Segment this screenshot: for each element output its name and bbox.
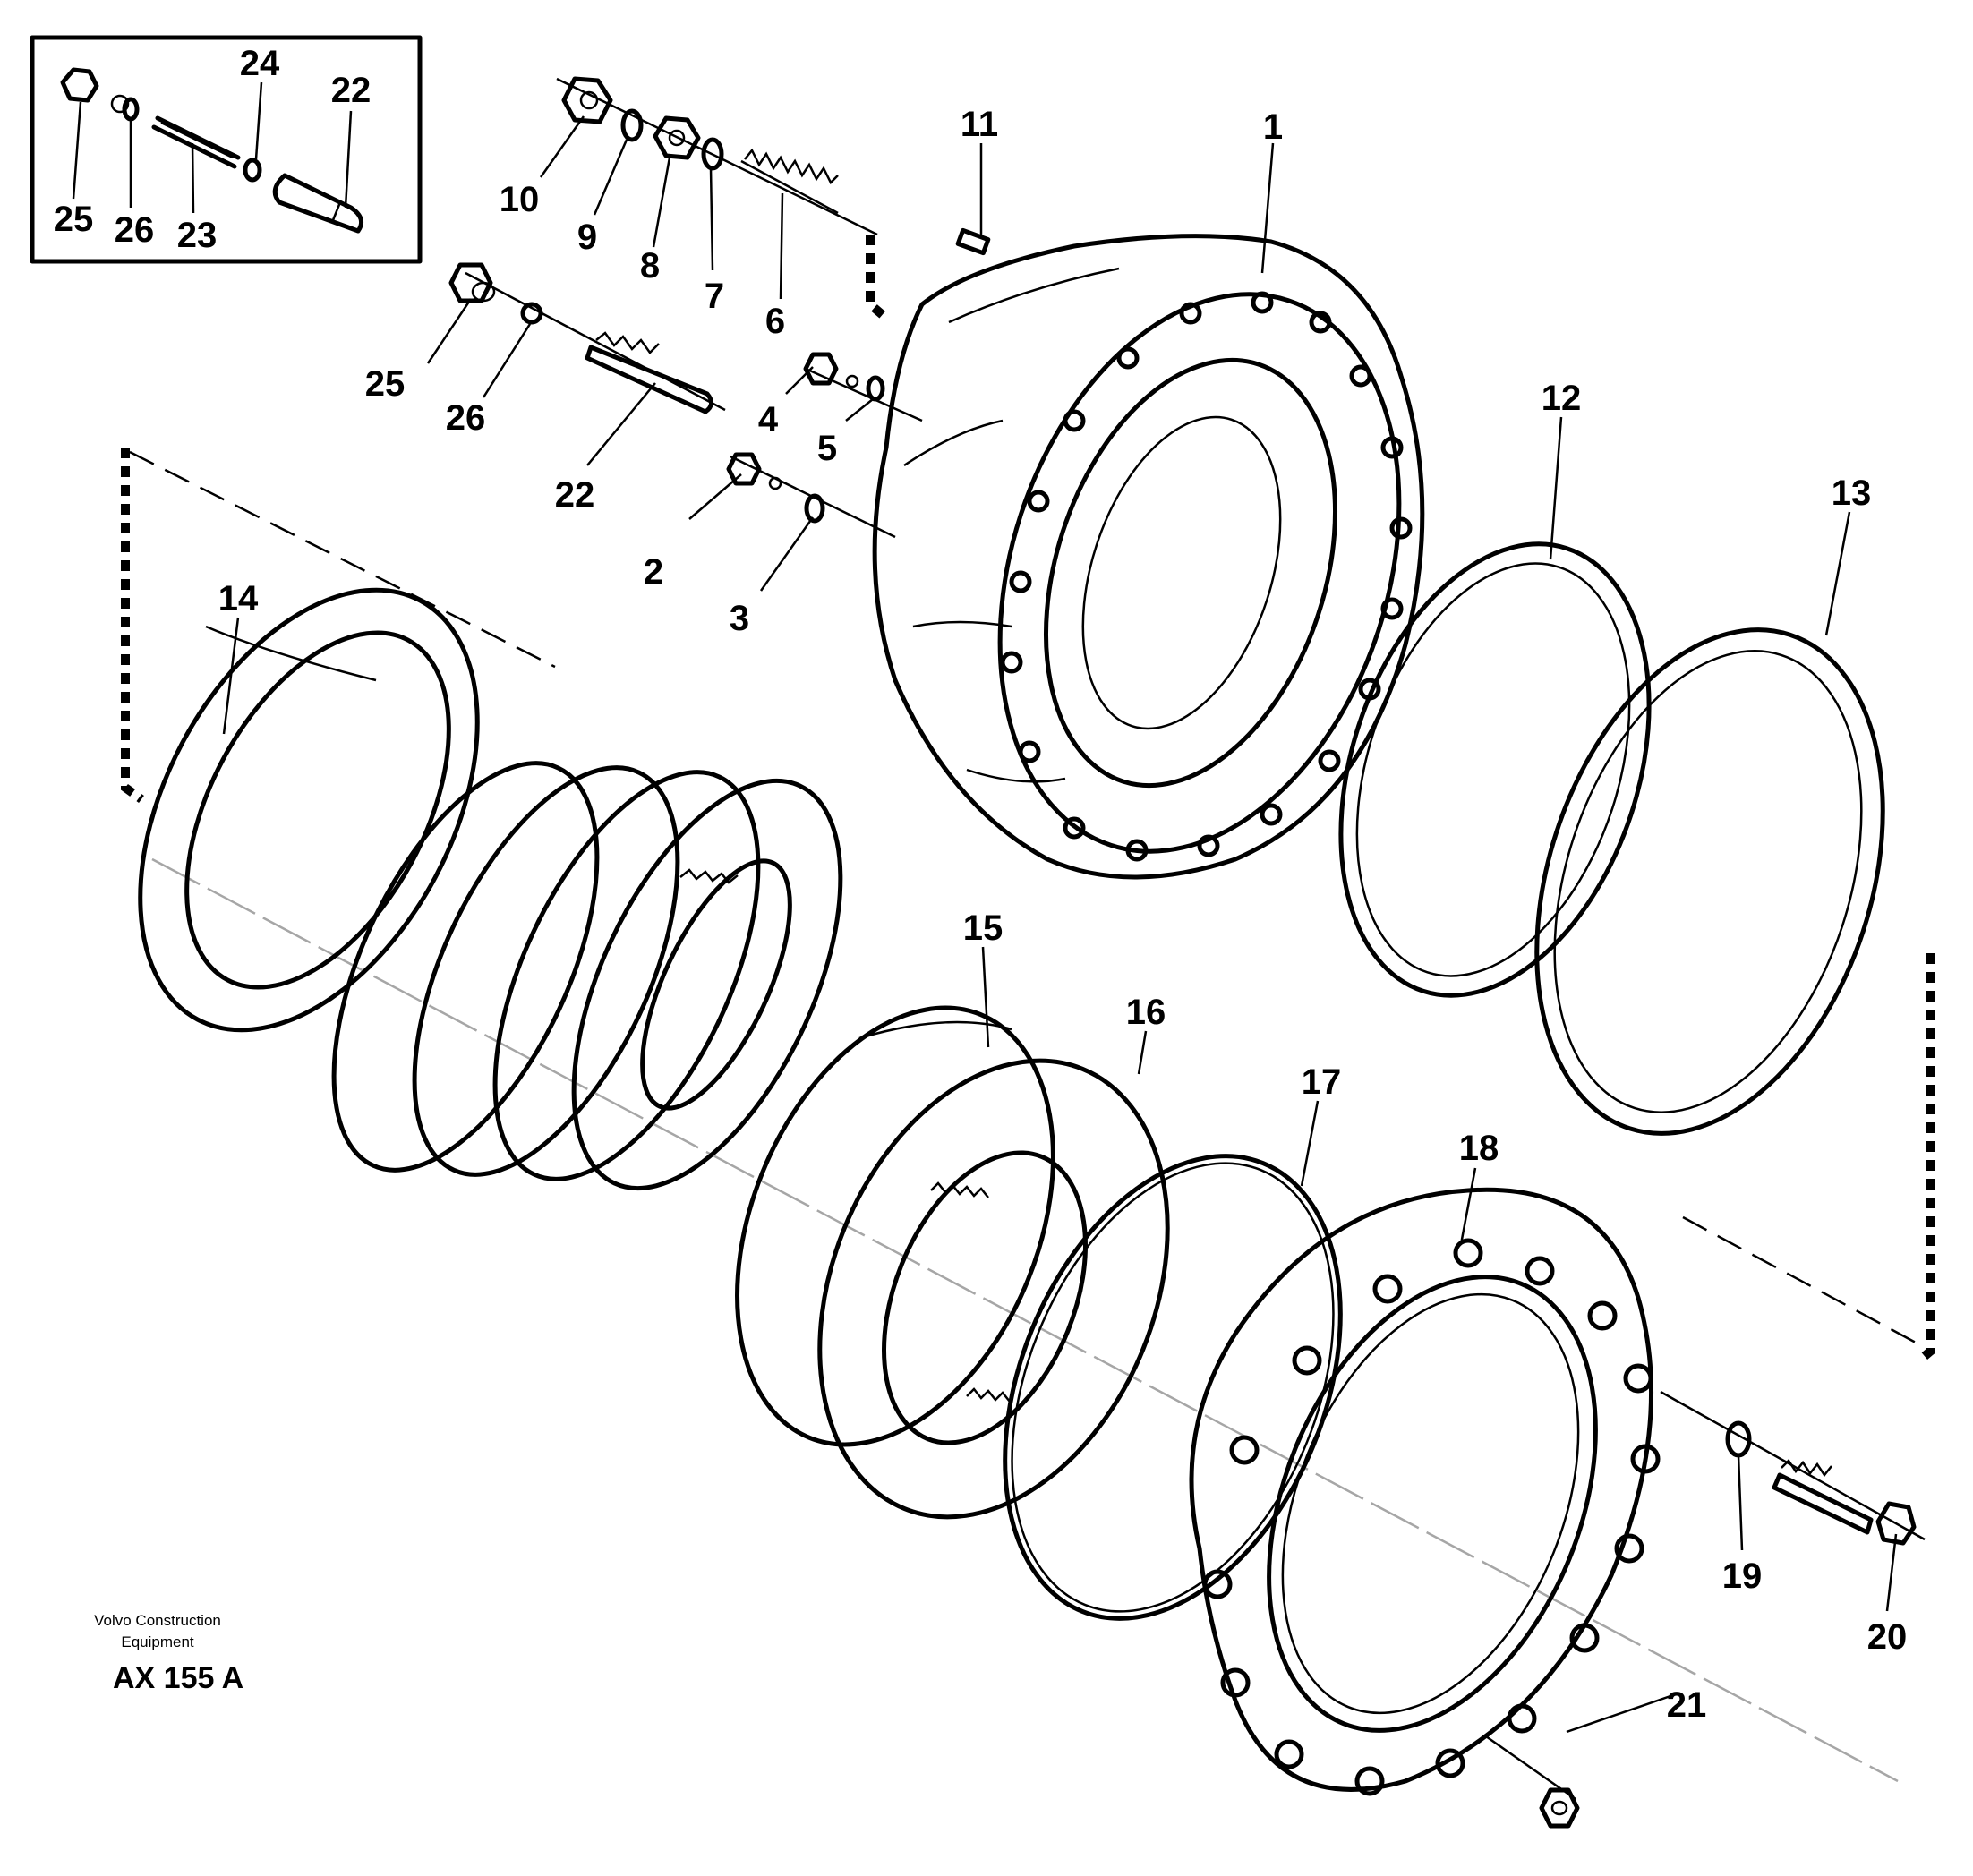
- callout-25: 25: [365, 364, 406, 404]
- fastener-chain-lower: [726, 352, 923, 539]
- callout-18: 18: [1459, 1129, 1499, 1168]
- assembly-rail-right: [1916, 953, 1935, 1364]
- cover-18-icon: [1189, 1187, 1661, 1796]
- inset-stud-icon: [151, 115, 241, 169]
- inset-nut-icon: [60, 67, 99, 103]
- plate-15-icon: [735, 1005, 1055, 1447]
- callout-13: 13: [1832, 473, 1872, 513]
- housing-bolt-holes: [1000, 291, 1413, 862]
- callout-14: 14: [218, 579, 259, 618]
- nut-2-icon: [726, 452, 762, 486]
- centerline-right: [1682, 1215, 1917, 1344]
- housing-1-icon: [872, 234, 1425, 880]
- spring-6-icon: [740, 148, 839, 215]
- seal-ring-13-icon: [1534, 627, 1885, 1136]
- inset-ring-icon: [243, 158, 262, 183]
- stud-22-icon: [585, 331, 713, 414]
- washer-7-icon: [701, 137, 724, 171]
- callout-4: 4: [758, 400, 779, 439]
- inset-detail-box: [30, 35, 423, 264]
- inset-washer-small-icon: [110, 94, 130, 114]
- friction-disc-16-icon: [817, 1058, 1170, 1520]
- bolt-20-icon: [1772, 1459, 1917, 1546]
- callout-5: 5: [817, 429, 837, 468]
- callout-12: 12: [1542, 379, 1582, 418]
- fastener-chain-middle: [448, 262, 726, 414]
- callout-15: 15: [963, 908, 1004, 948]
- credit-line-1: Volvo Construction: [94, 1612, 221, 1629]
- callout-20: 20: [1867, 1617, 1908, 1657]
- callout-22: 22: [555, 475, 595, 515]
- cover-bolt-bosses: [1202, 1238, 1661, 1796]
- callout-2: 2: [644, 552, 663, 592]
- inset-frame: [30, 35, 423, 264]
- credit-block: Volvo Construction Equipment AX 155 A: [94, 1612, 243, 1695]
- fastener-chain-right: [1660, 1390, 1926, 1546]
- washer-3-icon: [804, 493, 825, 524]
- leader-lines: [222, 115, 1898, 1734]
- washer-9-icon: [620, 108, 644, 142]
- washer-26-icon: [520, 302, 543, 325]
- nut-8-icon: [653, 115, 701, 160]
- callout-inset-24: 24: [240, 44, 280, 83]
- nut-25-icon: [448, 262, 496, 303]
- inset-pin-icon: [272, 173, 364, 234]
- callout-17: 17: [1302, 1062, 1342, 1102]
- o-ring-17-icon: [1003, 1154, 1343, 1621]
- drawing-number: AX 155 A: [113, 1661, 243, 1695]
- nut-21-icon: [1485, 1735, 1580, 1829]
- callout-inset-22: 22: [331, 71, 372, 110]
- fastener-chain-upper: [556, 76, 991, 256]
- seal-ring-12-icon: [1338, 541, 1652, 998]
- callouts: 1 2 3 4 5 6 7 8 9 10 11 12 13 14 15 16 1…: [218, 105, 1908, 1725]
- callout-8: 8: [640, 246, 660, 286]
- nut-10-icon: [561, 76, 613, 124]
- washer-small-2a-icon: [768, 476, 782, 490]
- callout-10: 10: [500, 180, 540, 219]
- callout-inset-25: 25: [54, 200, 94, 239]
- centerline-left: [129, 450, 556, 669]
- washer-5-icon: [866, 375, 885, 402]
- callout-9: 9: [577, 217, 597, 257]
- callout-11: 11: [961, 105, 998, 144]
- callout-16: 16: [1126, 993, 1166, 1032]
- inset-callouts: 25 26 23 24 22: [54, 44, 372, 255]
- callout-26: 26: [446, 398, 486, 438]
- disc-pack-icon: [331, 761, 843, 1191]
- credit-line-2: Equipment: [121, 1633, 194, 1650]
- callout-6: 6: [765, 302, 785, 341]
- callout-inset-26: 26: [115, 210, 155, 250]
- inset-washer-icon: [122, 97, 140, 122]
- assembly-rail-top: [866, 234, 886, 319]
- assembly-rail-left: [121, 448, 144, 804]
- ring-14-icon: [138, 587, 480, 1033]
- callout-19: 19: [1722, 1556, 1763, 1596]
- callout-inset-23: 23: [177, 216, 218, 255]
- main-axis: [151, 857, 1899, 1783]
- callout-1: 1: [1263, 107, 1283, 147]
- callout-3: 3: [730, 599, 749, 638]
- nut-4-icon: [803, 352, 839, 386]
- bleeder-11-icon: [955, 227, 991, 256]
- callout-7: 7: [705, 277, 724, 316]
- callout-21: 21: [1667, 1685, 1707, 1725]
- washer-small-5a-icon: [845, 374, 859, 388]
